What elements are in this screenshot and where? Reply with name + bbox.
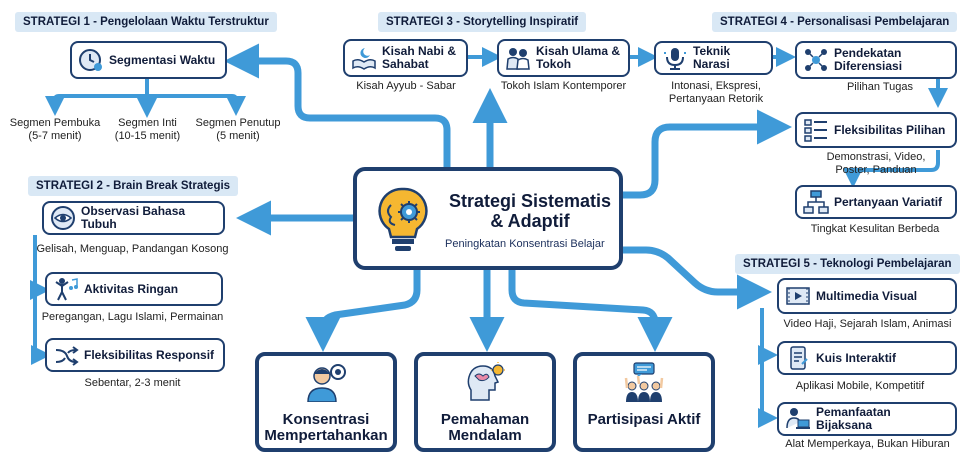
pendekatan-diferensiasi-box: Pendekatan Diferensiasi	[795, 41, 957, 79]
multimedia-sub: Video Haji, Sejarah Islam, Animasi	[783, 318, 952, 330]
segment-title: Segmen Inti	[118, 117, 177, 129]
pendekatan-label: Pendekatan Diferensiasi	[834, 46, 903, 73]
outcome-partisipasi-label: Partisipasi Aktif	[587, 411, 701, 428]
outcome-pemahaman: Pemahaman Mendalam	[414, 352, 556, 452]
pemanfaatan-label: Pemanfaatan Bijaksana	[816, 405, 891, 432]
microphone-icon	[662, 45, 688, 71]
pertanyaan-variatif-sub: Tingkat Kesulitan Berbeda	[810, 223, 940, 235]
observasi-sub: Gelisah, Menguap, Pandangan Kosong	[36, 243, 229, 255]
kuis-label: Kuis Interaktif	[816, 350, 897, 365]
fleksibilitas-responsif-sub: Sebentar, 2-3 menit	[84, 377, 181, 389]
segment-duration: (5-7 menit)	[28, 130, 82, 142]
teknik-narasi-box: Teknik Narasi	[654, 41, 773, 75]
book-moon-icon	[351, 45, 377, 71]
checklist-icon	[803, 117, 829, 143]
film-play-icon	[785, 283, 811, 309]
pertanyaan-variatif-label: Pertanyaan Variatif	[834, 194, 943, 209]
kisah-nabi-box: Kisah Nabi & Sahabat	[343, 39, 468, 77]
segment-pembuka: Segmen Pembuka (5-7 menit)	[5, 117, 105, 143]
segment-inti: Segmen Inti (10-15 menit)	[100, 117, 195, 143]
network-people-icon	[803, 47, 829, 73]
fleksibilitas-pilihan-label: Fleksibilitas Pilihan	[834, 122, 946, 137]
eye-icon	[50, 205, 76, 231]
kisah-ulama-label: Kisah Ulama & Tokoh	[536, 44, 621, 71]
segment-duration: (10-15 menit)	[114, 130, 181, 142]
teknik-narasi-label: Teknik Narasi	[693, 44, 731, 71]
kisah-ulama-sub: Tokoh Islam Kontemporer	[500, 80, 627, 92]
aktivitas-label: Aktivitas Ringan	[84, 281, 179, 296]
phone-quiz-icon	[785, 345, 811, 371]
outcome-konsentrasi-label: Konsentrasi Mempertahankan	[264, 411, 388, 444]
kisah-ulama-box: Kisah Ulama & Tokoh	[497, 39, 630, 77]
fleksibilitas-pilihan-box: Fleksibilitas Pilihan	[795, 112, 957, 148]
segment-title: Segmen Penutup	[195, 117, 281, 129]
observasi-label: Observasi Bahasa Tubuh	[81, 204, 186, 231]
lightbulb-gear-icon	[378, 187, 428, 251]
outcome-konsentrasi: Konsentrasi Mempertahankan	[255, 352, 397, 452]
kuis-sub: Aplikasi Mobile, Kompetitif	[795, 380, 925, 392]
multimedia-label: Multimedia Visual	[816, 288, 918, 303]
scholars-icon	[505, 45, 531, 71]
aktivitas-sub: Peregangan, Lagu Islami, Permainan	[41, 311, 224, 323]
shuffle-icon	[53, 342, 79, 368]
hierarchy-icon	[803, 189, 829, 215]
fleksibilitas-responsif-box: Fleksibilitas Responsif	[45, 338, 225, 372]
outcome-partisipasi: Partisipasi Aktif	[573, 352, 715, 452]
pemanfaatan-sub: Alat Memperkaya, Bukan Hiburan	[785, 438, 950, 450]
segmentasi-waktu-box: Segmentasi Waktu	[70, 41, 227, 79]
strategi-4-header: STRATEGI 4 - Personalisasi Pembelajaran	[712, 12, 958, 32]
pendekatan-sub: Pilihan Tugas	[846, 81, 914, 93]
strategi-3-header: STRATEGI 3 - Storytelling Inspiratif	[378, 12, 587, 32]
center-strategy-box: Strategi Sistematis & Adaptif Peningkata…	[353, 167, 623, 270]
multimedia-visual-box: Multimedia Visual	[777, 278, 957, 314]
observasi-bahasa-tubuh-box: Observasi Bahasa Tubuh	[42, 201, 225, 235]
strategi-1-header: STRATEGI 1 - Pengelolaan Waktu Terstrukt…	[15, 12, 277, 32]
clock-icon	[78, 47, 104, 73]
teknik-narasi-sub: Intonasi, Ekspresi, Pertanyaan Retorik	[668, 80, 764, 105]
strategi-2-header: STRATEGI 2 - Brain Break Strategis	[28, 176, 239, 196]
kisah-nabi-sub: Kisah Ayyub - Sabar	[356, 80, 456, 92]
pemanfaatan-bijaksana-box: Pemanfaatan Bijaksana	[777, 402, 957, 436]
kisah-nabi-label: Kisah Nabi & Sahabat	[382, 44, 457, 71]
segmentasi-waktu-label: Segmentasi Waktu	[109, 52, 216, 67]
segment-penutup: Segmen Penutup (5 menit)	[188, 117, 288, 143]
raised-hands-icon	[624, 362, 664, 402]
strategi-5-header: STRATEGI 5 - Teknologi Pembelajaran	[735, 254, 960, 274]
pertanyaan-variatif-box: Pertanyaan Variatif	[795, 185, 957, 219]
kuis-interaktif-box: Kuis Interaktif	[777, 341, 957, 375]
stretch-music-icon	[53, 276, 79, 302]
head-lightbulb-icon	[467, 362, 505, 401]
aktivitas-ringan-box: Aktivitas Ringan	[45, 272, 223, 306]
fleksibilitas-responsif-label: Fleksibilitas Responsif	[84, 347, 215, 362]
center-title: Strategi Sistematis & Adaptif	[448, 191, 612, 231]
person-laptop-icon	[785, 406, 811, 432]
center-subtitle: Peningkatan Konsentrasi Belajar	[445, 238, 605, 250]
fleksibilitas-pilihan-sub: Demonstrasi, Video, Poster, Panduan	[826, 151, 926, 176]
segment-duration: (5 menit)	[216, 130, 260, 142]
segment-title: Segmen Pembuka	[9, 117, 101, 129]
person-target-icon	[307, 364, 346, 402]
outcome-pemahaman-label: Pemahaman Mendalam	[440, 411, 530, 444]
